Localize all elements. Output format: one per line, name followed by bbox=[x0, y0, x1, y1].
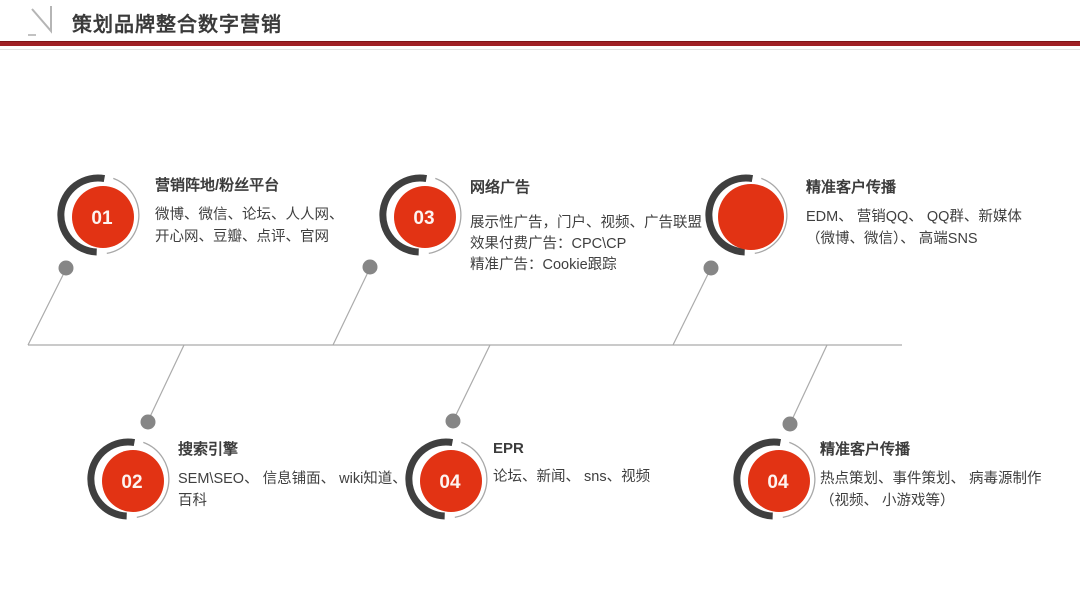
item-line: 效果付费广告：CPC\CP bbox=[470, 236, 627, 252]
item-online-ads: 网络广告 展示性广告，门户、视频、广告联盟 效果付费广告：CPC\CP 精准广告… bbox=[470, 176, 720, 276]
badge-number: 04 bbox=[439, 472, 461, 493]
item-line: 精准广告：Cookie跟踪 bbox=[470, 257, 617, 273]
badge-number: 04 bbox=[767, 472, 789, 493]
item-line: 论坛、新闻、 sns、视频 bbox=[493, 469, 651, 485]
item-line: （微博、微信）、 高端SNS bbox=[806, 231, 978, 247]
badge-number: 03 bbox=[413, 208, 434, 229]
badge-02: 02 bbox=[85, 432, 175, 527]
item-precise-customer-top: 精准客户传播 EDM、 营销QQ、 QQ群、新媒体 （微博、微信）、 高端SNS bbox=[806, 176, 1056, 250]
badge-unnumbered bbox=[703, 168, 793, 263]
item-line: SEM\SEO、 信息铺面、 wiki知道、 bbox=[178, 471, 407, 487]
item-line: 热点策划、事件策划、 病毒源制作 bbox=[820, 471, 1042, 487]
connector-dots bbox=[58, 259, 798, 432]
item-heading: 营销阵地/粉丝平台 bbox=[155, 177, 280, 194]
item-heading: EPR bbox=[493, 440, 524, 457]
badge-04-epr: 04 bbox=[403, 432, 493, 527]
item-epr: EPR 论坛、新闻、 sns、视频 bbox=[493, 440, 713, 488]
item-line: 百科 bbox=[178, 493, 207, 509]
badge-03: 03 bbox=[377, 168, 467, 263]
page-title: 策划品牌整合数字营销 bbox=[72, 14, 282, 36]
item-line: （视频、 小游戏等） bbox=[820, 493, 955, 509]
header-divider bbox=[0, 49, 1080, 50]
item-precise-customer-bottom: 精准客户传播 热点策划、事件策划、 病毒源制作 （视频、 小游戏等） bbox=[820, 438, 1070, 512]
item-heading: 网络广告 bbox=[470, 179, 531, 196]
badge-number: 01 bbox=[91, 208, 113, 229]
accent-bar bbox=[0, 41, 1080, 46]
item-heading: 精准客户传播 bbox=[820, 441, 911, 458]
item-heading: 搜索引擎 bbox=[178, 441, 239, 458]
item-heading: 精准客户传播 bbox=[806, 179, 897, 196]
item-marketing-platforms: 营销阵地/粉丝平台 微博、微信、论坛、人人网、 开心网、豆瓣、点评、官网 bbox=[155, 174, 385, 248]
badge-number: 02 bbox=[121, 472, 142, 493]
item-line: 展示性广告，门户、视频、广告联盟 bbox=[470, 215, 702, 231]
item-line: 微博、微信、论坛、人人网、 bbox=[155, 207, 344, 223]
item-line: EDM、 营销QQ、 QQ群、新媒体 bbox=[806, 209, 1022, 225]
badge-04-precise: 04 bbox=[731, 432, 821, 527]
item-search-engine: 搜索引擎 SEM\SEO、 信息铺面、 wiki知道、 百科 bbox=[178, 438, 408, 512]
item-line: 开心网、豆瓣、点评、官网 bbox=[155, 229, 329, 245]
badge-01: 01 bbox=[55, 168, 145, 263]
check-mark-icon bbox=[26, 4, 68, 45]
